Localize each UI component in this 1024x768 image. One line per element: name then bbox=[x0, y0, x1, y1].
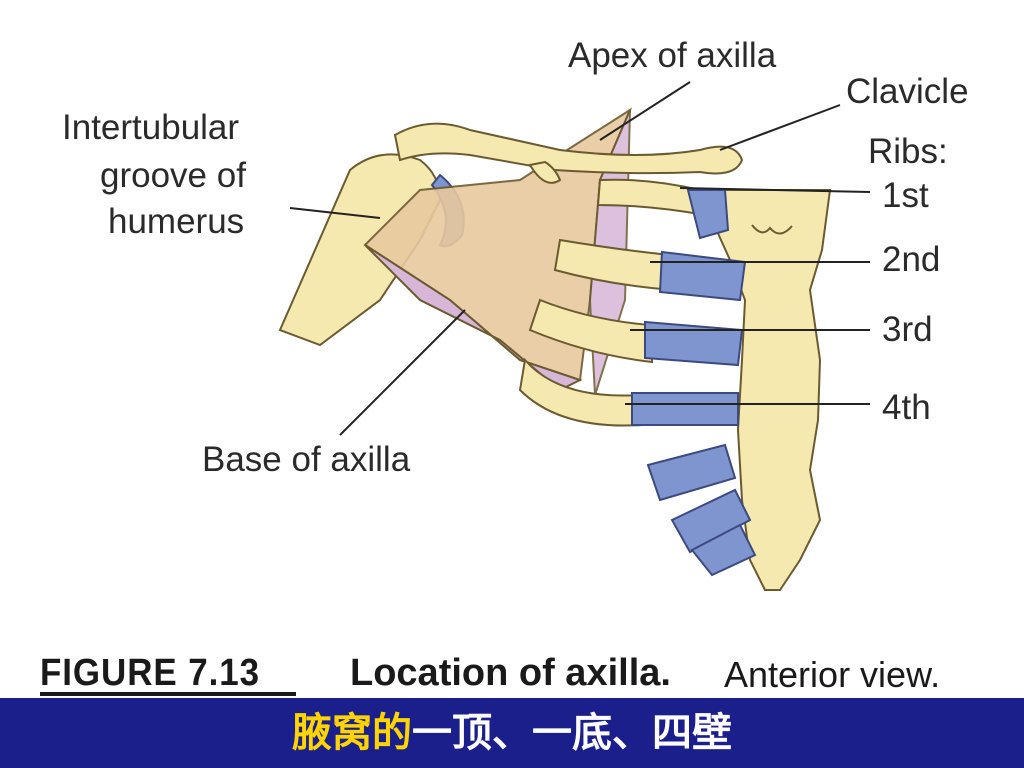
bottom-banner: 腋窝的一顶、一底、四壁 bbox=[0, 698, 1024, 768]
costal-cartilage-5 bbox=[646, 443, 737, 502]
figure-number-underline bbox=[40, 692, 296, 696]
rib-3 bbox=[528, 298, 654, 364]
figure-number: FIGURE 7.13 bbox=[40, 652, 260, 694]
leader-lines bbox=[289, 81, 871, 436]
anatomy-illustration bbox=[278, 81, 871, 591]
costal-cartilage-6 bbox=[670, 488, 752, 554]
rib-2nd-label: 2nd bbox=[882, 240, 941, 279]
ribs-label: Ribs: bbox=[868, 132, 948, 171]
banner-highlight: 腋窝的 bbox=[292, 710, 412, 756]
costal-cartilage-1 bbox=[686, 189, 730, 240]
costal-cartilage-4 bbox=[631, 392, 739, 426]
costal-cartilage-2 bbox=[658, 250, 747, 302]
costal-cartilage-3 bbox=[644, 320, 744, 367]
intertubular-label-line2: groove of bbox=[100, 156, 246, 195]
base-label: Base of axilla bbox=[202, 440, 411, 479]
figure-title: Location of axilla. bbox=[350, 652, 671, 694]
banner-main: 一顶、一底、四壁 bbox=[412, 710, 732, 756]
clavicle-label: Clavicle bbox=[846, 72, 969, 111]
intertubular-label-line1: Intertubular bbox=[62, 108, 240, 147]
figure-caption: FIGURE 7.13 Location of axilla. Anterior… bbox=[40, 652, 940, 700]
intertubular-label-line3: humerus bbox=[108, 202, 245, 241]
rib-3rd-label: 3rd bbox=[882, 310, 933, 349]
rib-1st-label: 1st bbox=[882, 176, 929, 215]
costal-cartilage-7 bbox=[690, 523, 757, 577]
banner-text: 腋窝的一顶、一底、四壁 bbox=[0, 698, 1024, 768]
figure-description: Anterior view. bbox=[724, 654, 941, 695]
sternum bbox=[698, 189, 832, 591]
axilla-base bbox=[364, 244, 583, 392]
coracoid-process bbox=[528, 160, 562, 184]
clavicle-bone bbox=[393, 122, 744, 175]
apex-label: Apex of axilla bbox=[568, 36, 777, 75]
sternum-notch bbox=[751, 224, 793, 235]
rib-4th-label: 4th bbox=[882, 388, 931, 427]
